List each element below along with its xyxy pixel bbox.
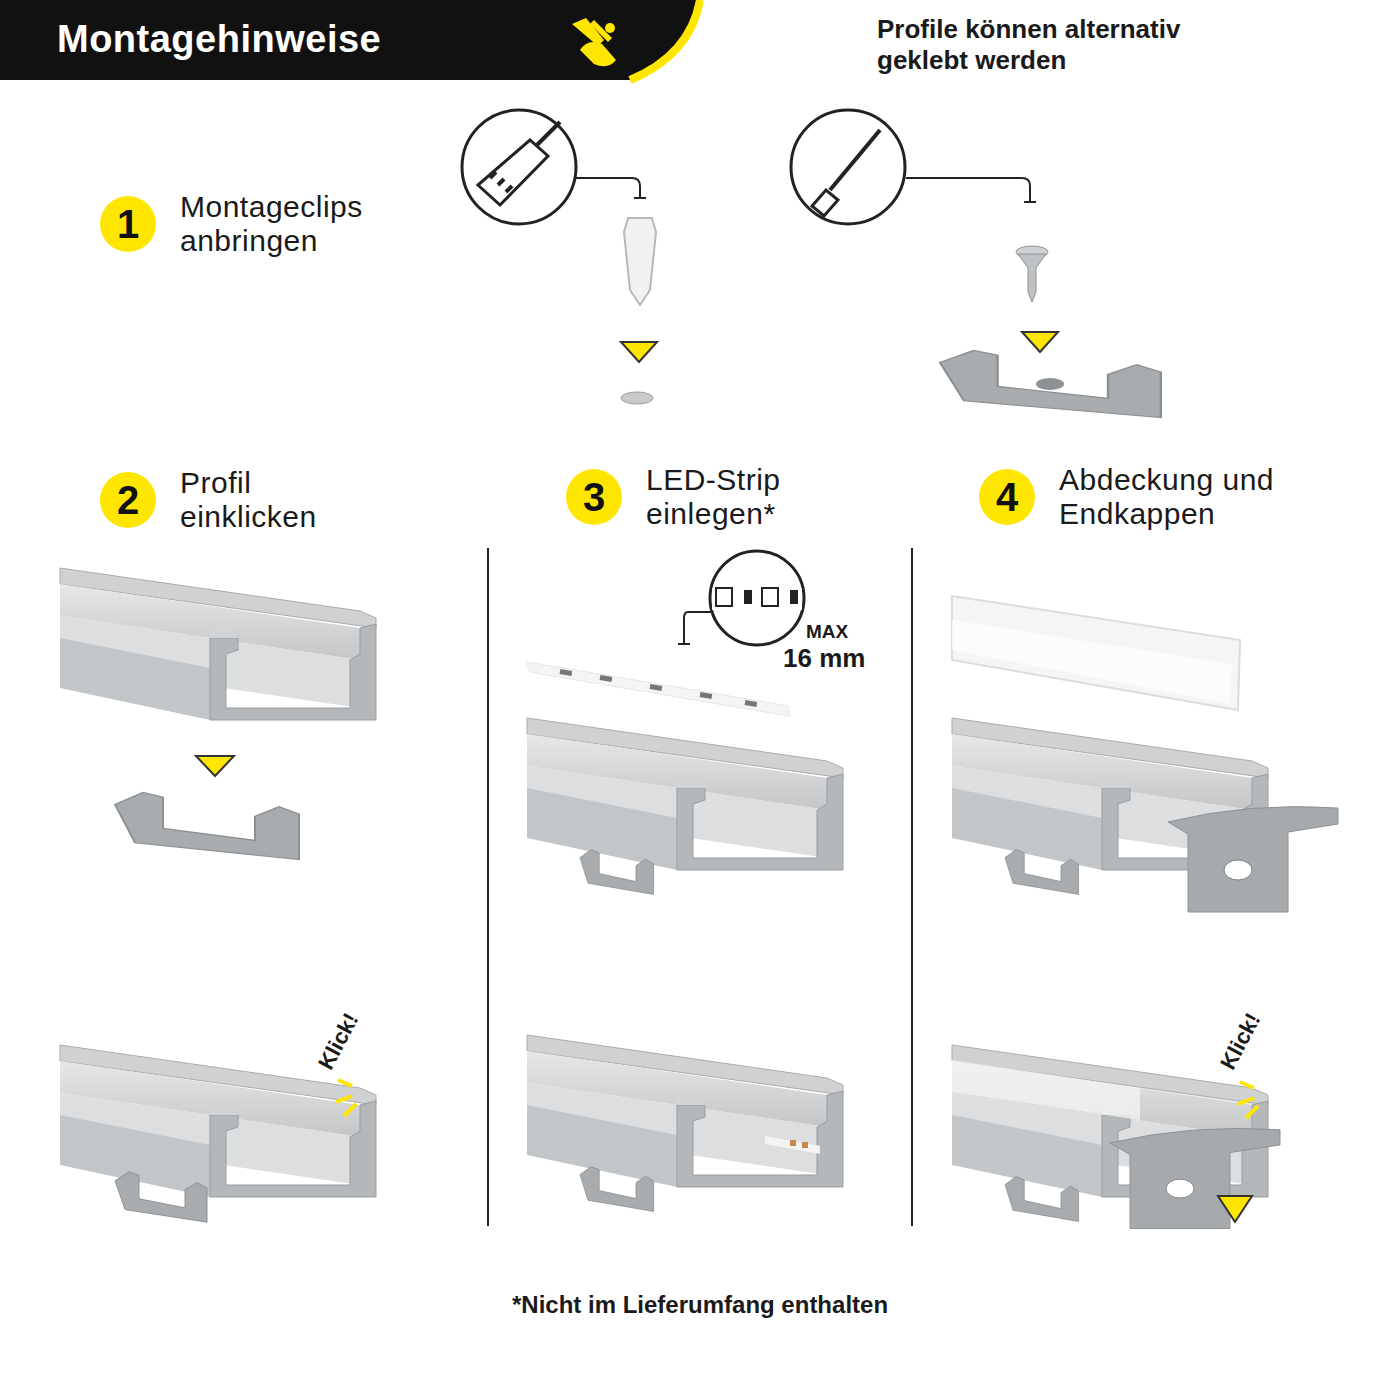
dimension-label: 16 mm [783,643,865,674]
step-heading: LED-Strip einlegen* [646,463,846,531]
note-text: Profile können alternativ geklebt werden [877,14,1257,76]
click-label: Klick! [1215,1009,1266,1074]
step-heading: Montageclips anbringen [180,190,410,258]
callout-number: 2 [100,472,156,528]
callout-number: 4 [979,469,1035,525]
click-label: Klick! [313,1009,364,1074]
step-node: 4 Abdeckung und Endkappen [979,463,1309,531]
callout-number: 3 [566,469,622,525]
footnote-caption: *Nicht im Lieferumfang enthalten [512,1291,888,1319]
step-heading: Abdeckung und Endkappen [1059,463,1309,531]
step-node: 3 LED-Strip einlegen* [566,463,846,531]
step-node: 2 Profil einklicken [100,466,380,534]
step-heading: Profil einklicken [180,466,380,534]
step-node: 1 Montageclips anbringen [100,190,410,258]
page-title: Montagehinweise [57,18,381,61]
callout-number: 1 [100,196,156,252]
dimension-label: MAX [806,620,848,643]
